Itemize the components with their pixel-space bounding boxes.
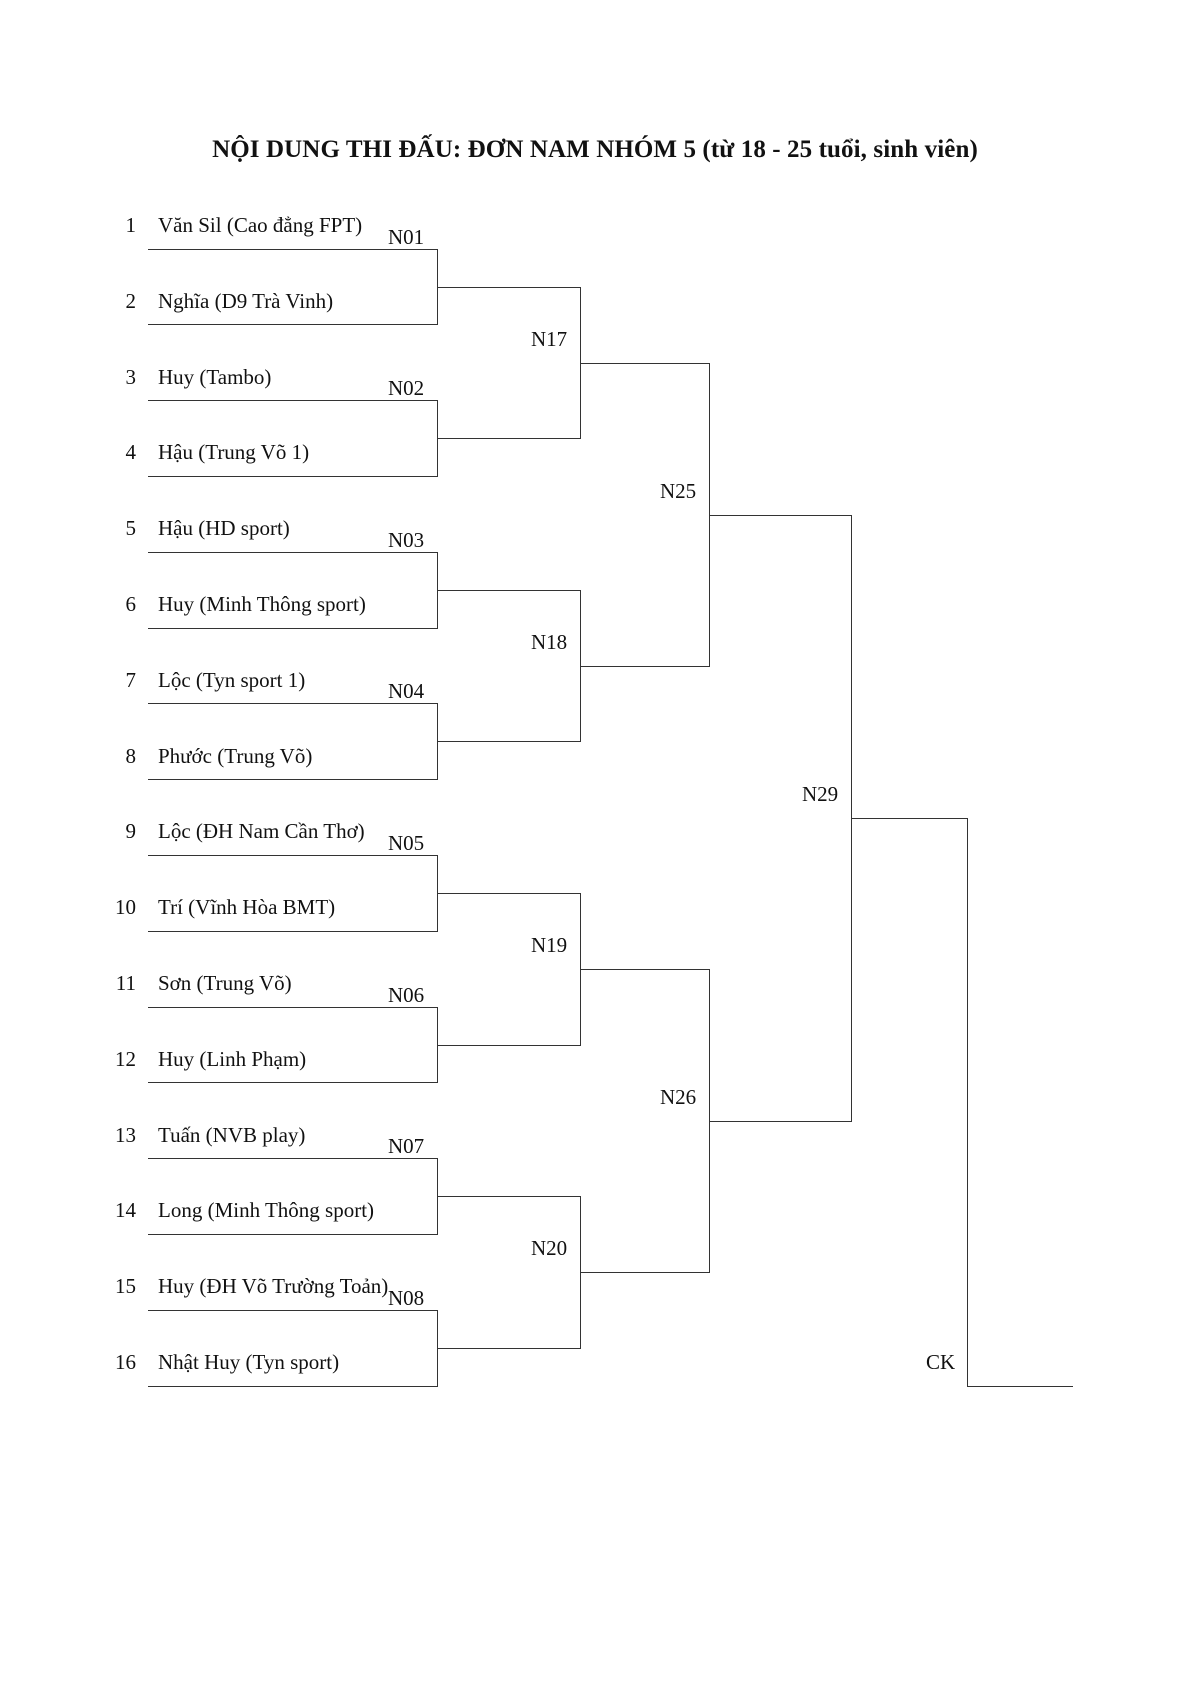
player-name: Long (Minh Thông sport) (158, 1198, 375, 1222)
match-label: N08 (388, 1286, 425, 1310)
player-name: Lộc (ĐH Nam Cần Thơ) (158, 819, 365, 843)
player-line (148, 324, 437, 325)
match-connector (580, 1272, 710, 1273)
seed-number: 15 (115, 1274, 136, 1298)
match-connector (437, 438, 581, 439)
match-label: N04 (388, 679, 425, 703)
player-name: Lộc (Tyn sport 1) (158, 668, 306, 692)
final-label: CK (926, 1350, 956, 1374)
player-line (148, 931, 437, 932)
seed-number: 8 (125, 744, 137, 768)
player-line (148, 1158, 438, 1159)
match-label: N03 (388, 528, 425, 552)
page-title: NỘI DUNG THI ĐẤU: ĐƠN NAM NHÓM 5 (từ 18 … (212, 136, 978, 163)
player-name: Trí (Vĩnh Hòa BMT) (158, 895, 336, 919)
match-label: N20 (531, 1236, 568, 1260)
seed-number: 7 (125, 668, 137, 692)
seed-number: 6 (125, 592, 137, 616)
player-line (148, 400, 438, 401)
match-connector (437, 287, 581, 288)
player-line (148, 703, 438, 704)
player-line (148, 1386, 437, 1387)
seed-number: 9 (125, 819, 137, 843)
match-connector (437, 893, 581, 894)
player-name: Phước (Trung Võ) (158, 744, 313, 768)
match-connector (580, 969, 710, 970)
match-connector (437, 1348, 581, 1349)
seed-number: 5 (125, 516, 137, 540)
seed-number: 11 (115, 971, 136, 995)
match-label: N06 (388, 983, 425, 1007)
match-label: N25 (660, 479, 697, 503)
player-name: Hậu (Trung Võ 1) (158, 440, 310, 464)
player-name: Huy (ĐH Võ Trường Toản) (158, 1274, 389, 1298)
player-name: Huy (Tambo) (158, 365, 272, 389)
match-connector (580, 666, 710, 667)
match-label: N29 (802, 782, 839, 806)
match-connector (709, 515, 852, 516)
player-line (148, 779, 437, 780)
match-label: N18 (531, 630, 568, 654)
match-label: N01 (388, 225, 425, 249)
match-label: N07 (388, 1134, 425, 1158)
player-line (148, 476, 437, 477)
seed-number: 12 (115, 1047, 136, 1071)
player-name: Tuấn (NVB play) (158, 1123, 306, 1147)
final-line (967, 1386, 1073, 1387)
match-connector (437, 590, 581, 591)
seed-number: 14 (115, 1198, 136, 1222)
match-label: N19 (531, 933, 568, 957)
seed-number: 10 (115, 895, 136, 919)
player-line (148, 628, 437, 629)
player-line (148, 1007, 438, 1008)
match-label: N26 (660, 1085, 697, 1109)
match-connector (851, 818, 968, 819)
player-name: Văn Sil (Cao đẳng FPT) (158, 213, 363, 237)
player-line (148, 552, 438, 553)
match-label: N05 (388, 831, 425, 855)
match-connector (967, 818, 968, 1387)
seed-number: 1 (125, 213, 137, 237)
seed-number: 2 (125, 289, 137, 313)
player-name: Huy (Linh Phạm) (158, 1047, 307, 1071)
player-name: Huy (Minh Thông sport) (158, 592, 366, 616)
player-name: Nghĩa (D9 Trà Vinh) (158, 289, 334, 313)
match-label: N17 (531, 327, 568, 351)
seed-number: 13 (115, 1123, 136, 1147)
player-line (148, 1082, 437, 1083)
player-line (148, 249, 438, 250)
seed-number: 4 (125, 440, 137, 464)
match-connector (437, 741, 581, 742)
match-connector (580, 363, 710, 364)
seed-number: 16 (115, 1350, 136, 1374)
player-line (148, 1234, 437, 1235)
match-connector (437, 1196, 581, 1197)
player-name: Hậu (HD sport) (158, 516, 290, 540)
player-line (148, 1310, 438, 1311)
player-name: Sơn (Trung Võ) (158, 971, 292, 995)
player-name: Nhật Huy (Tyn sport) (158, 1350, 340, 1374)
seed-number: 3 (125, 365, 137, 389)
match-connector (709, 1121, 852, 1122)
player-line (148, 855, 438, 856)
match-label: N02 (388, 376, 425, 400)
match-connector (437, 1045, 581, 1046)
